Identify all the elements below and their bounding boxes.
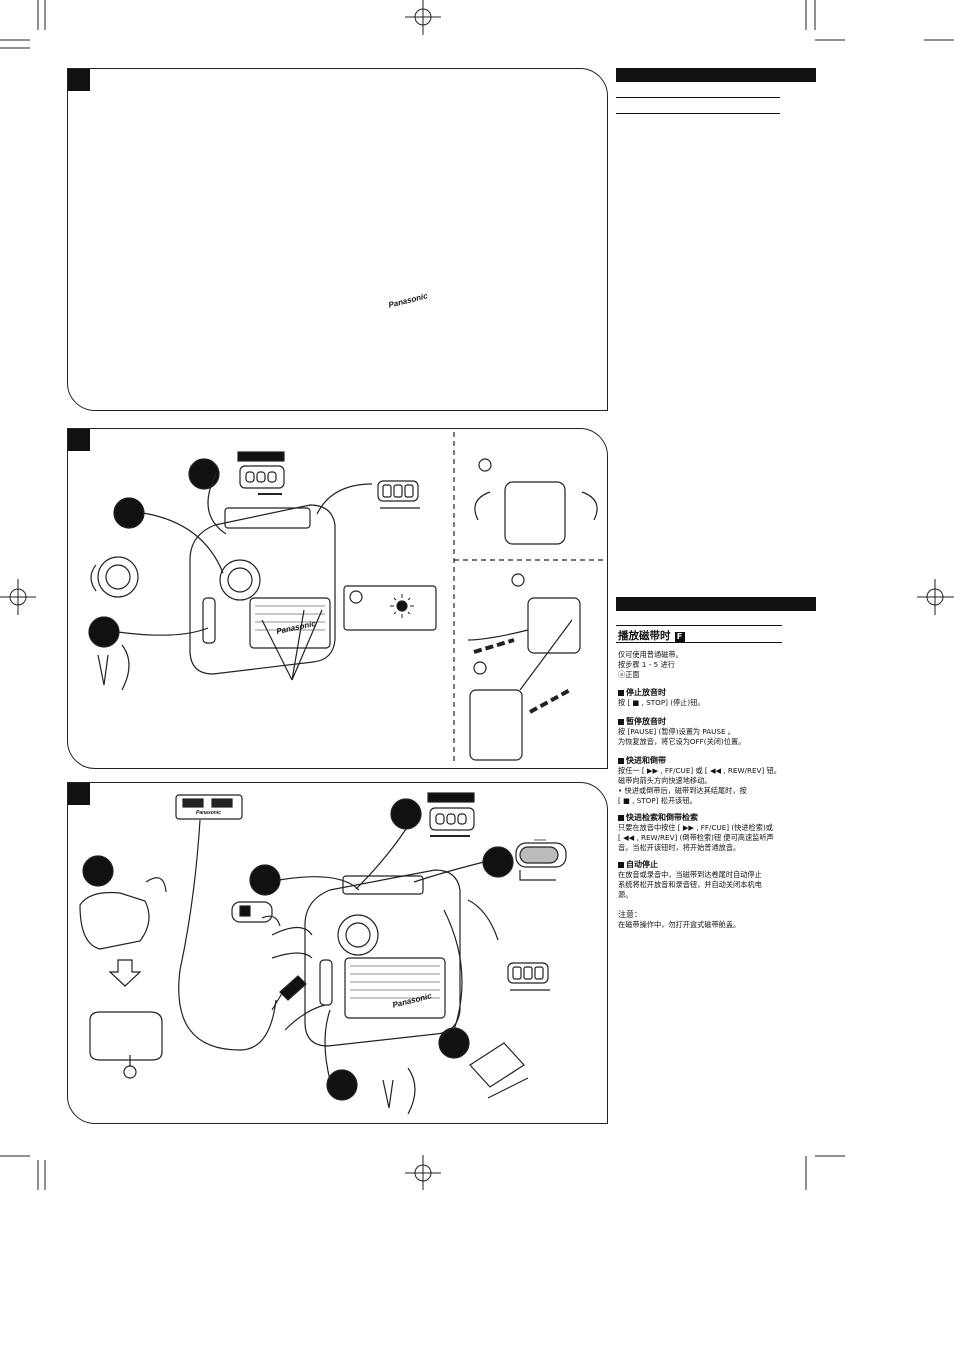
section-line: 只要在放音中按住 [ ▶▶ , FF/CUE] (快进检索)或 (618, 823, 773, 832)
sidebar-rule (616, 625, 782, 626)
section-stop: 停止放音时 按 [ ■ , STOP] (停止)钮。 (618, 688, 794, 708)
step-panel-playback-setup (67, 68, 608, 411)
section-line: [ ■ , STOP] 松开该钮。 (618, 796, 697, 805)
section-heading: 快进和倒带 (618, 756, 794, 766)
section-line: 为恢复放音，将它设为OFF(关闭)位置。 (618, 737, 746, 746)
intro-line: 仅可使用普通磁带。 (618, 650, 683, 659)
section-heading: 自动停止 (618, 860, 794, 870)
step-panel-adjustment (67, 428, 608, 769)
section-heading: 停止放音时 (618, 688, 794, 698)
sidebar-header-bar (616, 68, 816, 82)
section-line: 音。当松开该钮时，将开始普通放音。 (618, 843, 741, 852)
section-line: [ ◀◀ , REW/REV] (倒带检索)钮 便可高速监听声 (618, 833, 774, 842)
section-line: 按 [ ■ , STOP] (停止)钮。 (618, 698, 705, 707)
section-line: 按 [PAUSE] (暂停)设置为 PAUSE 。 (618, 727, 735, 736)
section-line: 磁带向箭头方向快速地移动。 (618, 776, 712, 785)
caution-heading: 注意： (618, 910, 642, 919)
section-auto-stop: 自动停止 在放音或录音中，当磁带到达卷尾时自动停止 系统将松开放音和录音钮，并自… (618, 860, 794, 900)
section-pause: 暂停放音时 按 [PAUSE] (暂停)设置为 PAUSE 。 为恢复放音，将它… (618, 717, 794, 747)
sidebar-rule (616, 642, 782, 643)
caution-line: 在磁带操作中，勿打开盒式磁带舱盖。 (618, 920, 741, 929)
section-line: 在放音或录音中，当磁带到达卷尾时自动停止 (618, 870, 762, 879)
panel-number-tag (68, 429, 90, 451)
section-heading: 暂停放音时 (618, 717, 794, 727)
section-line: 源。 (618, 890, 633, 899)
speaker-brand-label: Panasonic (196, 810, 222, 816)
playback-title-text: 播放磁带时 (618, 630, 671, 642)
sidebar-rule (616, 97, 780, 98)
section-line: • 快进或倒带后，磁带到达其结尾时，按 (618, 786, 747, 795)
intro-line: 按步骤 1 - 5 进行 (618, 660, 675, 669)
sidebar-section-bar (616, 597, 816, 611)
section-line: 按任一 [ ▶▶ , FF/CUE] 或 [ ◀◀ , REW/REV] 钮。 (618, 766, 781, 775)
language-flag: F (674, 632, 685, 642)
caution-note: 注意： 在磁带操作中，勿打开盒式磁带舱盖。 (618, 910, 794, 930)
section-cue-review: 快进检索和倒带检索 只要在放音中按住 [ ▶▶ , FF/CUE] (快进检索)… (618, 813, 794, 853)
section-ff-rew: 快进和倒带 按任一 [ ▶▶ , FF/CUE] 或 [ ◀◀ , REW/RE… (618, 756, 794, 806)
step-panel-recording (67, 782, 608, 1124)
intro-line: ⓐ正面 (618, 670, 640, 679)
playback-intro: 仅可使用普通磁带。 按步骤 1 - 5 进行 ⓐ正面 (618, 650, 794, 680)
sidebar-rule (616, 113, 780, 114)
section-line: 系统将松开放音和录音钮，并自动关闭本机电 (618, 880, 762, 889)
panel-number-tag (68, 69, 90, 91)
section-heading: 快进检索和倒带检索 (618, 813, 794, 823)
panel-number-tag (68, 783, 90, 805)
